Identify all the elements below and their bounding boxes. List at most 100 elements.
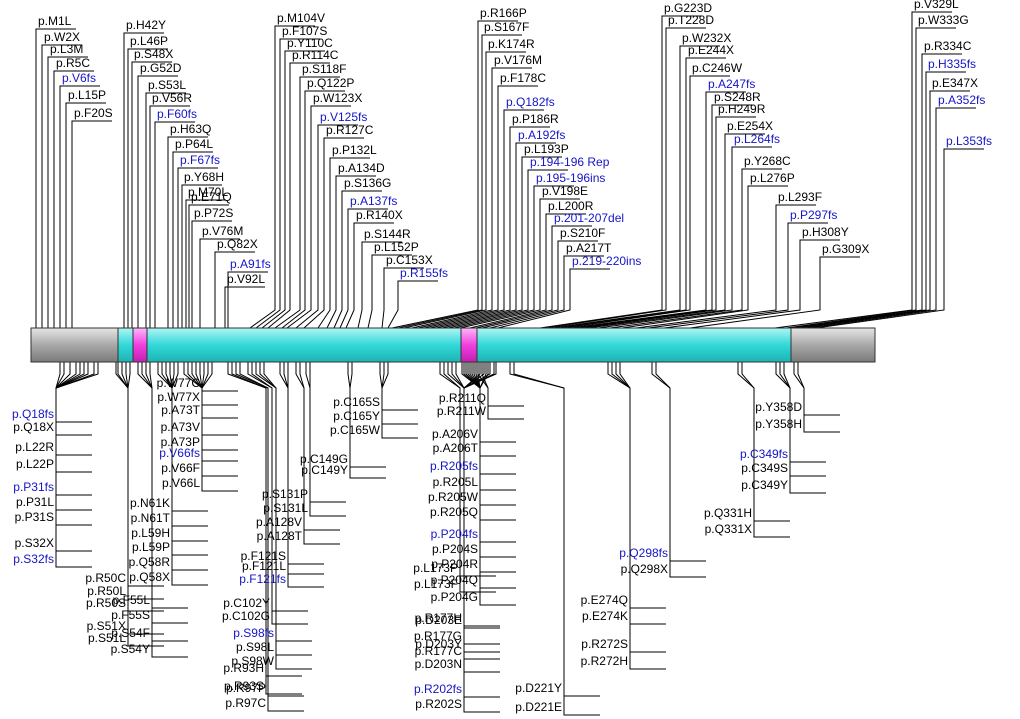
mutation-label-p-e274k: p.E274K [582, 609, 628, 623]
mutation-label-p-s48x: p.S48X [134, 47, 173, 61]
connector-line [249, 25, 315, 329]
mutation-label-p-r50s: p.R50S [86, 596, 126, 610]
connector-line [447, 169, 568, 329]
connector-line [224, 286, 265, 328]
connector-line [497, 268, 610, 329]
mutation-label-p-l22r: p.L22R [15, 440, 54, 454]
mutation-label-p-c153x: p.C153X [386, 253, 433, 267]
connector-line [267, 62, 330, 329]
mutation-label-p-w333g: p.W333G [918, 13, 969, 27]
connector-line [357, 241, 402, 329]
mutation-label-p-g309x: p.G309X [822, 242, 869, 256]
mutation-label-p-a247fs: p.A247fs [708, 77, 755, 91]
mutation-label-p-r211q: p.R211Q [439, 391, 486, 405]
mutation-label-p-f55l: p.F55L [113, 593, 151, 607]
connector-line [35, 28, 76, 328]
mutation-label-p-r202fs: p.R202fs [414, 682, 462, 696]
mutation-label-p-h63q: p.H63Q [170, 122, 211, 136]
mutation-label-p-w77x: p.W77X [157, 390, 200, 404]
mutation-label-p-p132l: p.P132L [332, 143, 377, 157]
connector-line [65, 102, 106, 328]
connector-line [513, 362, 600, 716]
mutation-label-p-w232x: p.W232X [682, 31, 731, 45]
connector-line [286, 105, 351, 329]
mutation-label-p-s51x: p.S51X [87, 619, 126, 633]
mutation-label-p-194-196-rep: p.194-196 Rep [530, 155, 610, 169]
mutation-label-p-r205fs: p.R205fs [430, 459, 478, 473]
mutation-label-p-l173f: p.L173F [414, 577, 458, 591]
mutation-label-p-s136g: p.S136G [344, 176, 391, 190]
mutation-label-p-v198e: p.V198E [542, 184, 588, 198]
mutation-label-p-s98w: p.S98W [231, 654, 274, 668]
mutation-label-p-h335fs: p.H335fs [928, 57, 976, 71]
connector-line [381, 362, 418, 439]
connector-line [349, 362, 386, 479]
mutation-label-p-v176m: p.V176M [494, 53, 542, 67]
connector-line [489, 255, 604, 329]
mutation-label-p-201-207del: p.201-207del [554, 211, 624, 225]
connector-line [55, 362, 99, 568]
protein-segment-terminal [790, 327, 876, 363]
connector-line [381, 362, 418, 425]
connector-line [201, 362, 238, 492]
connector-line [621, 185, 788, 329]
connector-line [387, 280, 438, 329]
connector-line [41, 44, 82, 328]
mutation-label-p-v66f: p.V66F [161, 461, 200, 475]
mutation-label-p-p204q: p.P204Q [431, 573, 478, 587]
mutation-label-p-s210f: p.S210F [560, 226, 605, 240]
connector-line [581, 116, 756, 329]
connector-line [477, 362, 516, 606]
mutation-label-p-r166p: p.R166P [480, 6, 527, 20]
connector-line [251, 362, 308, 625]
mutation-label-p-p204r: p.P204R [431, 557, 478, 571]
mutation-label-p-l276p: p.L276P [750, 171, 795, 185]
mutation-label-p-q58r: p.Q58R [129, 555, 171, 569]
connector-line [475, 225, 592, 329]
connector-line [441, 156, 562, 329]
mutation-label-p-r97p: p.R97P [226, 681, 266, 695]
connector-line [177, 167, 218, 328]
mutation-label-p-c149y: p.C149Y [301, 463, 348, 477]
connector-line [435, 142, 556, 329]
mutation-label-p-s98l: p.S98L [236, 640, 274, 654]
connector-line [619, 362, 666, 670]
connector-line [227, 271, 268, 328]
protein-bar [30, 327, 876, 363]
mutation-label-p-a128v: p.A128V [256, 515, 302, 529]
mutation-label-p-e347x: p.E347X [932, 76, 978, 90]
mutation-label-p-n61k: p.N61K [130, 496, 170, 510]
mutation-label-p-l59h: p.L59H [131, 526, 170, 540]
mutation-label-p-l173p: p.L173P [413, 561, 458, 575]
mutation-label-p-p186r: p.P186R [512, 112, 559, 126]
mutation-label-p-h308y: p.H308Y [802, 225, 849, 239]
mutation-label-p-c149g: p.C149G [300, 452, 348, 466]
mutation-label-p-f107s: p.F107S [282, 24, 327, 38]
mutation-label-p-y268c: p.Y268C [744, 154, 791, 168]
connector-line [127, 362, 164, 647]
mutation-label-p-f178c: p.F178C [500, 71, 546, 85]
mutation-label-p-s167f: p.S167F [484, 20, 529, 34]
connector-line [563, 75, 730, 329]
mutation-label-p-l59p: p.L59P [132, 540, 170, 554]
mutation-label-p-m70l: p.M70L [188, 185, 228, 199]
mutation-label-p-p297fs: p.P297fs [790, 208, 837, 222]
mutation-label-p-f60fs: p.F60fs [157, 107, 197, 121]
connector-line [655, 362, 706, 578]
mutation-label-p-r93s: p.R93S [224, 679, 264, 693]
connector-line [261, 50, 325, 329]
mutation-label-p-p31fs: p.P31fs [13, 480, 54, 494]
mutation-label-p-e244x: p.E244X [688, 43, 734, 57]
mutation-label-p-219-220ins: p.219-220ins [572, 254, 641, 268]
connector-line [326, 175, 376, 329]
connector-line [791, 53, 962, 329]
connector-line [214, 251, 255, 328]
mutation-label-p-s131p: p.S131P [262, 487, 308, 501]
mutation-label-p-q298x: p.Q298X [621, 562, 668, 576]
connector-line [199, 238, 240, 328]
mutation-label-p-q58x: p.Q58X [129, 570, 170, 584]
mutation-label-p-p31s: p.P31S [15, 510, 54, 524]
connector-line [391, 20, 518, 329]
mutation-label-p-q82x: p.Q82X [217, 237, 258, 251]
